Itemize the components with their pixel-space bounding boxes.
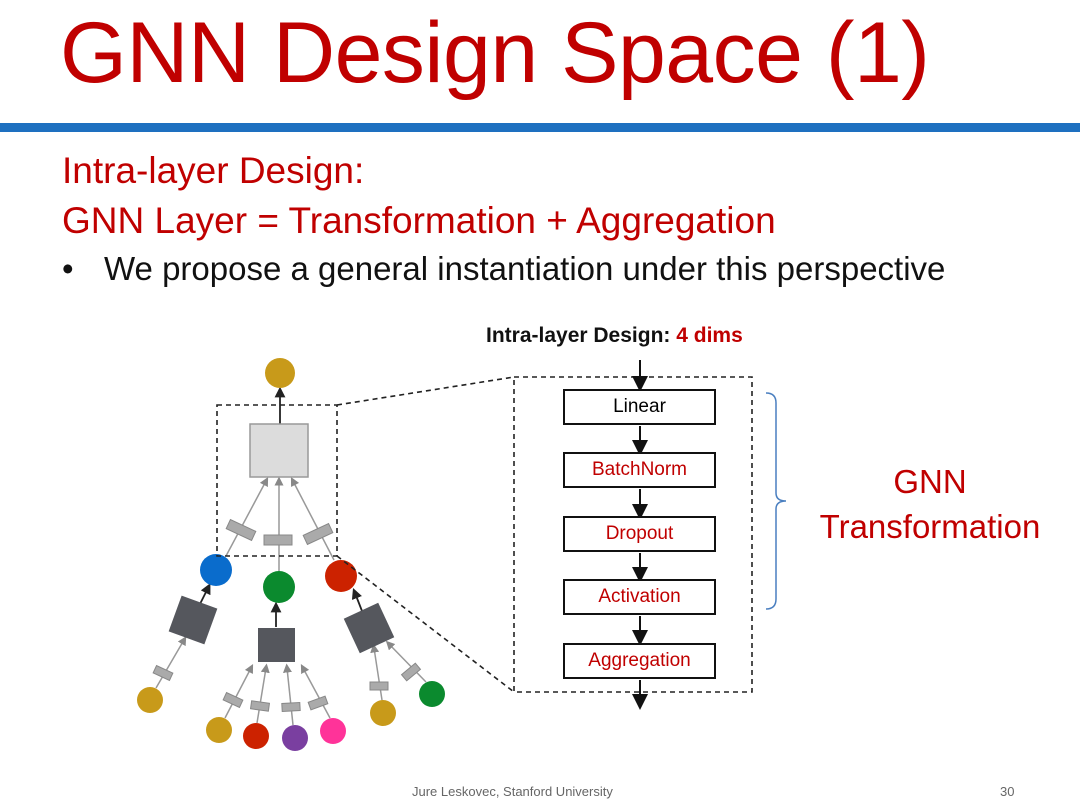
bullet-item: • We propose a general instantiation unde… (62, 250, 945, 288)
leaf-node (243, 723, 269, 749)
intra-layer-header: Intra-layer Design: 4 dims (486, 324, 743, 348)
node-green (263, 571, 295, 603)
footer-author: Jure Leskovec, Stanford University (412, 784, 613, 799)
node-blue (200, 554, 232, 586)
target-node (265, 358, 295, 388)
gnn-transformation-label-1: GNN (893, 463, 967, 500)
leaf-node (137, 687, 163, 713)
bullet-dot: • (62, 250, 74, 287)
intra-layer-label: Intra-layer Design: (486, 324, 671, 347)
title-divider-bar (0, 123, 1080, 132)
subtitle-line-1: Intra-layer Design: (62, 150, 365, 191)
node-red (325, 560, 357, 592)
subtitle-line-2: GNN Layer = Transformation + Aggregation (62, 200, 776, 241)
gnn-transformation-label-2: Transformation (819, 508, 1041, 545)
leaf-node (282, 725, 308, 751)
leaf-node (419, 681, 445, 707)
stage-batchnorm: BatchNorm (563, 452, 716, 488)
stage-linear: Linear (563, 389, 716, 425)
leaf-node (370, 700, 396, 726)
stage-dropout: Dropout (563, 516, 716, 552)
leaf-node (320, 718, 346, 744)
intra-layer-dims: 4 dims (676, 324, 743, 347)
dark-edges (199, 386, 363, 627)
slide-title: GNN Design Space (1) (60, 5, 930, 101)
stage-aggregation: Aggregation (563, 643, 716, 679)
stage-activation: Activation (563, 579, 716, 615)
gray-edges (155, 476, 427, 726)
page-number: 30 (1000, 784, 1015, 799)
leaf-node (206, 717, 232, 743)
dark-aggregation-boxes (168, 595, 395, 662)
aggregation-box-light (249, 423, 309, 478)
message-blocks (152, 518, 422, 712)
bracket-icon (765, 392, 787, 610)
bullet-text: We propose a general instantiation under… (104, 250, 946, 287)
